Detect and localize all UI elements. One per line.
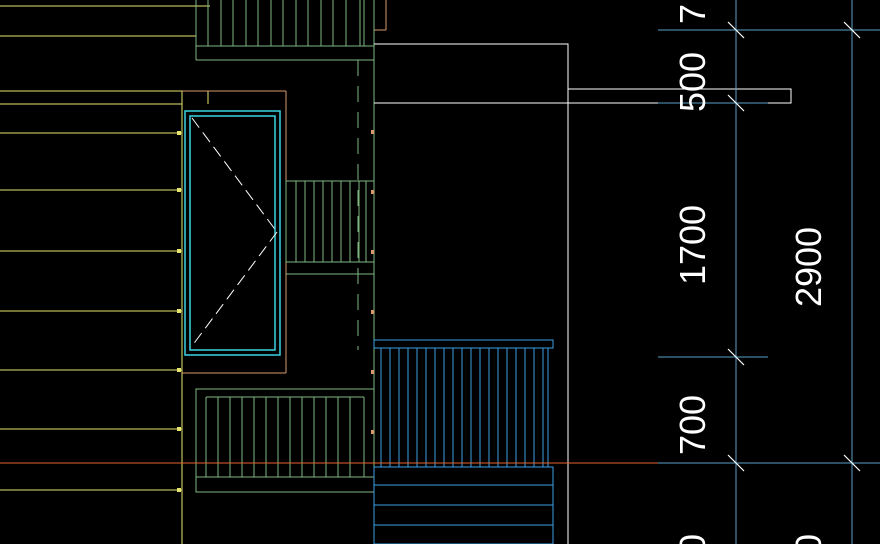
lower-railing	[195, 388, 375, 493]
left-slab-ticks	[177, 131, 181, 492]
dim-label-7: 7	[672, 4, 713, 24]
wall-ticks	[371, 130, 374, 434]
dim-label-1700: 1700	[672, 205, 713, 285]
wall-edge	[357, 46, 375, 544]
dim-label-bottom-inner: 0	[672, 534, 713, 544]
top-right-peach-edge	[374, 0, 387, 31]
dim-label-700: 700	[672, 395, 713, 455]
top-railing	[195, 0, 375, 61]
dimension-lines	[658, 0, 880, 544]
dim-label-500: 500	[672, 52, 713, 112]
building-outline	[374, 43, 792, 544]
blue-railing	[373, 339, 554, 544]
mid-railing	[285, 180, 375, 275]
dim-label-bottom-outer: 0	[788, 534, 829, 544]
dimension-ticks	[727, 21, 861, 472]
window-swing-lines	[191, 117, 278, 347]
dimension-labels: 7 500 1700 700 0 2900 0	[672, 4, 829, 544]
window-outer-frame	[182, 90, 287, 374]
dim-label-2900: 2900	[788, 227, 829, 307]
window-cyan-frame	[184, 110, 281, 356]
left-slab-lines	[0, 0, 210, 544]
